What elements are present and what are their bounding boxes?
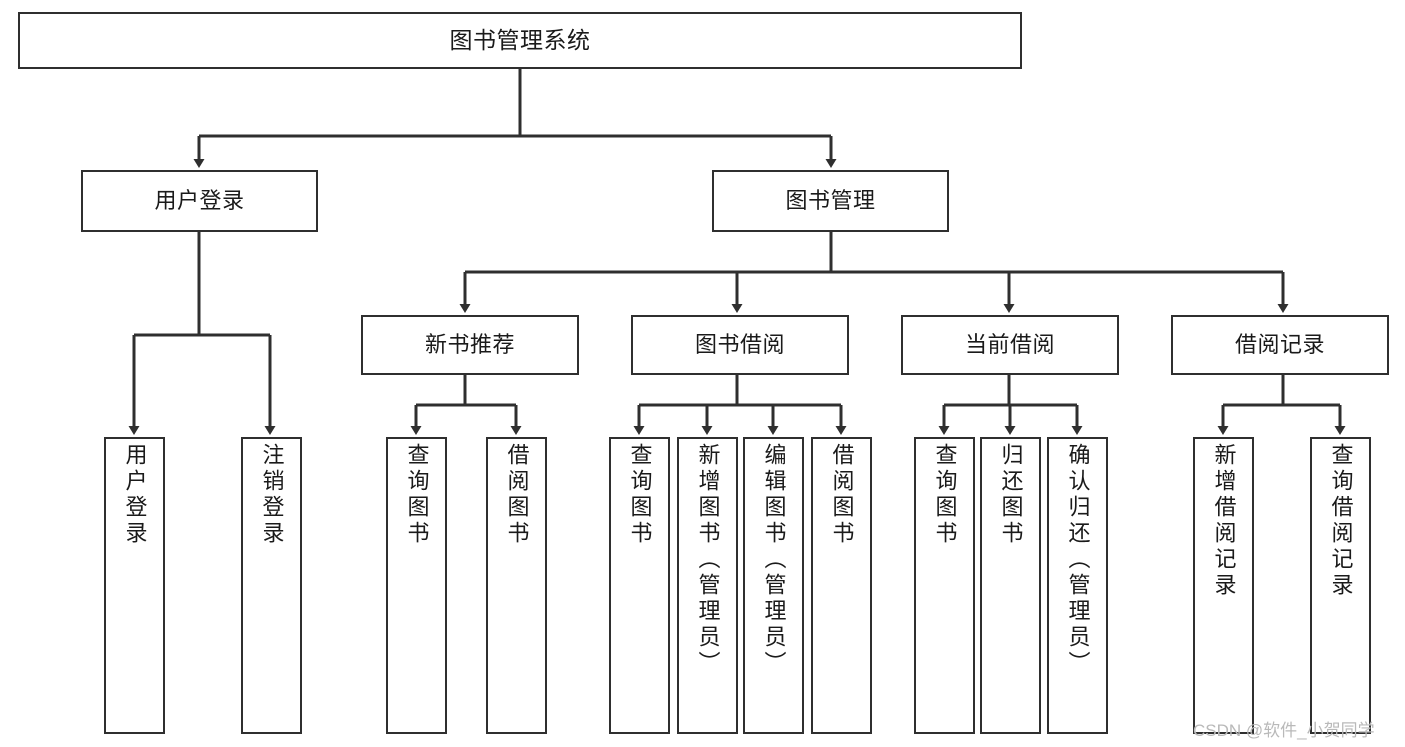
node-book-borrow[interactable]: 图书借阅: [631, 315, 849, 375]
node-leaf-query-book-2[interactable]: 查询图书: [609, 437, 670, 734]
node-user-login-label: 用户登录: [154, 188, 245, 214]
node-current-borrow[interactable]: 当前借阅: [901, 315, 1119, 375]
watermark: CSDN @软件_小贺同学: [1193, 721, 1375, 740]
node-leaf-query-record-label: 查询借阅记录: [1328, 443, 1354, 599]
node-new-book-recommend[interactable]: 新书推荐: [361, 315, 579, 375]
node-book-management-label: 图书管理: [785, 188, 876, 214]
node-leaf-edit-book-label: 编辑图书（管理员）: [761, 443, 787, 677]
node-current-borrow-label: 当前借阅: [964, 332, 1055, 358]
node-leaf-add-book-label: 新增图书（管理员）: [695, 443, 721, 677]
node-leaf-add-record[interactable]: 新增借阅记录: [1193, 437, 1254, 734]
node-book-management[interactable]: 图书管理: [712, 170, 949, 232]
node-leaf-borrow-book-2-label: 借阅图书: [829, 443, 855, 547]
node-root-label: 图书管理系统: [449, 26, 591, 53]
node-leaf-logout-label: 注销登录: [259, 443, 285, 547]
node-leaf-borrow-book-1-label: 借阅图书: [504, 443, 530, 547]
node-leaf-query-record[interactable]: 查询借阅记录: [1310, 437, 1371, 734]
node-leaf-query-book-1[interactable]: 查询图书: [386, 437, 447, 734]
node-user-login[interactable]: 用户登录: [81, 170, 318, 232]
node-leaf-query-book-3[interactable]: 查询图书: [914, 437, 975, 734]
node-book-borrow-label: 图书借阅: [694, 332, 785, 358]
node-leaf-return-book-label: 归还图书: [998, 443, 1024, 547]
node-borrow-record[interactable]: 借阅记录: [1171, 315, 1389, 375]
node-leaf-borrow-book-1[interactable]: 借阅图书: [486, 437, 547, 734]
node-leaf-user-login-label: 用户登录: [122, 443, 148, 547]
node-leaf-confirm-return[interactable]: 确认归还（管理员）: [1047, 437, 1108, 734]
node-leaf-return-book[interactable]: 归还图书: [980, 437, 1041, 734]
node-leaf-borrow-book-2[interactable]: 借阅图书: [811, 437, 872, 734]
node-leaf-query-book-2-label: 查询图书: [627, 443, 653, 547]
node-leaf-query-book-1-label: 查询图书: [404, 443, 430, 547]
node-root[interactable]: 图书管理系统: [18, 12, 1022, 69]
node-leaf-add-book[interactable]: 新增图书（管理员）: [677, 437, 738, 734]
node-leaf-query-book-3-label: 查询图书: [932, 443, 958, 547]
node-leaf-add-record-label: 新增借阅记录: [1211, 443, 1237, 599]
node-leaf-user-login[interactable]: 用户登录: [104, 437, 165, 734]
node-leaf-confirm-return-label: 确认归还（管理员）: [1065, 443, 1091, 677]
node-new-book-recommend-label: 新书推荐: [424, 332, 515, 358]
node-leaf-edit-book[interactable]: 编辑图书（管理员）: [743, 437, 804, 734]
node-leaf-logout[interactable]: 注销登录: [241, 437, 302, 734]
node-borrow-record-label: 借阅记录: [1234, 332, 1325, 358]
